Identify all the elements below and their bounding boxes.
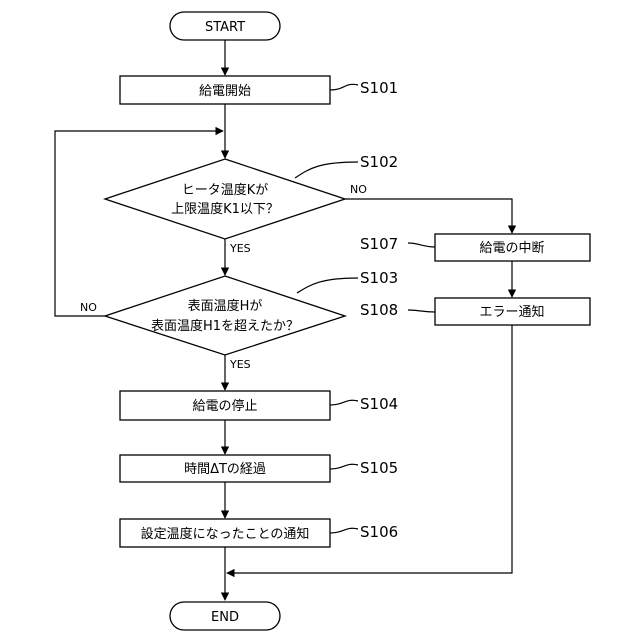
leader-s106 [330, 528, 358, 533]
decision-s103-line2: 表面温度H1を超えたか？ [151, 318, 299, 334]
step-label-s105: S105 [360, 459, 398, 477]
leader-s101 [330, 84, 358, 90]
branch-s102-no: NO [350, 183, 367, 196]
leader-s103 [297, 278, 358, 293]
process-s101-label: 給電開始 [199, 84, 251, 99]
process-s106-label: 設定温度になったことの通知 [141, 526, 310, 542]
leader-s108 [408, 310, 435, 312]
process-s105-label: 時間ΔTの経過 [184, 462, 266, 477]
step-label-s101: S101 [360, 79, 398, 97]
decision-s103 [105, 276, 345, 355]
decision-s102-line1: ヒータ温度Kが [182, 182, 269, 198]
edge-s102-no-to-s107 [345, 199, 512, 233]
process-s104-label: 給電の停止 [192, 398, 257, 414]
decision-s102-line2: 上限温度K1以下？ [171, 201, 279, 217]
step-label-s107: S107 [360, 235, 398, 253]
branch-s102-yes: YES [229, 242, 251, 255]
leader-s104 [330, 400, 358, 405]
step-label-s103: S103 [360, 269, 398, 287]
branch-s103-yes: YES [229, 358, 251, 371]
leader-s105 [330, 464, 358, 469]
step-label-s108: S108 [360, 301, 398, 319]
leader-s107 [408, 243, 435, 247]
step-label-s104: S104 [360, 395, 398, 413]
decision-s102 [105, 159, 345, 239]
step-label-s102: S102 [360, 153, 398, 171]
branch-s103-no: NO [80, 301, 97, 314]
process-s107-label: 給電の中断 [479, 241, 544, 256]
start-label: START [205, 20, 245, 35]
step-label-s106: S106 [360, 523, 398, 541]
decision-s103-line1: 表面温度Hが [188, 298, 263, 314]
end-label: END [211, 610, 239, 625]
leader-s102 [295, 162, 358, 178]
process-s108-label: エラー通知 [479, 304, 544, 320]
